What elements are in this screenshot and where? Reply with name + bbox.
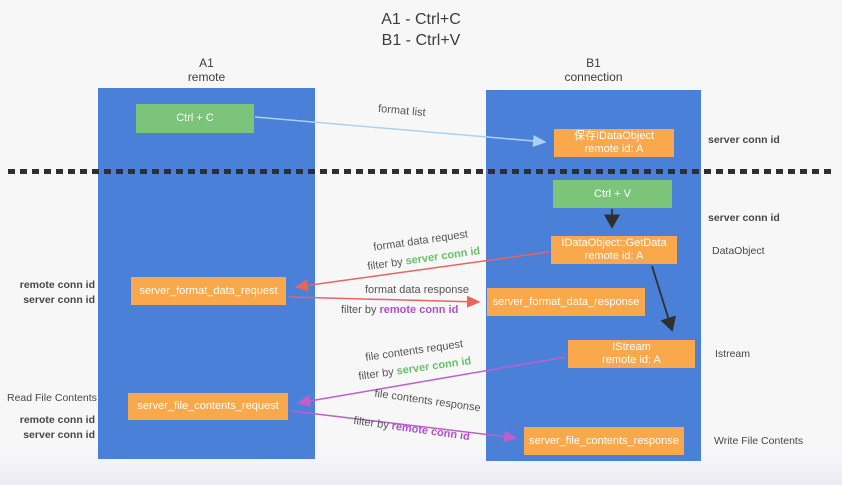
filter-by-text: filter by [366, 256, 404, 273]
server-conn-id-text: server conn id [404, 245, 481, 268]
filter-by-text: filter by [352, 414, 390, 432]
lane-header-a1: A1 remote [98, 56, 315, 84]
ctrl-c-label: Ctrl + C [176, 112, 214, 124]
istream-line2: remote id: A [602, 354, 661, 366]
lane-header-b1: B1 connection [486, 56, 701, 84]
node-server-format-data-request: server_format_data_request [131, 277, 286, 305]
server-file-contents-response-label: server_file_contents_response [529, 434, 679, 447]
node-server-file-contents-request: server_file_contents_request [128, 393, 288, 420]
title-line-2: B1 - Ctrl+V [381, 32, 461, 49]
node-save-idataobject: 保存IDataObject remote id: A [554, 129, 674, 157]
save-idataobject-line2: remote id: A [584, 143, 644, 155]
left-server-conn-id-label-1: server conn id [23, 294, 95, 306]
filter-by-text: filter by [341, 304, 377, 316]
diagram-title: A1 - Ctrl+C B1 - Ctrl+V [0, 9, 842, 51]
remote-conn-id-text: remote conn id [390, 420, 471, 444]
lane-a1-subtitle: remote [187, 70, 226, 84]
remote-conn-id-text: remote conn id [379, 304, 459, 316]
write-file-contents-label: Write File Contents [714, 435, 804, 447]
left-remote-conn-id-label-2: remote conn id [19, 414, 95, 426]
format-data-response-arrow [288, 295, 481, 308]
server-format-data-response-label: server_format_data_response [492, 295, 640, 308]
filter-by-text: filter by [357, 366, 395, 383]
save-idataobject-line1: 保存IDataObject [573, 130, 655, 142]
server-format-data-request-label: server_format_data_request [139, 284, 278, 297]
server-file-contents-request-label: server_file_contents_request [137, 400, 279, 412]
ctrl-v-label: Ctrl + V [594, 187, 631, 200]
file-contents-response-label: file contents response [373, 387, 482, 415]
server-conn-id-text: server conn id [395, 355, 472, 378]
node-idataobject-getdata: IDataObject::GetData remote id: A [551, 236, 677, 264]
lane-a1-name: A1 [199, 56, 214, 70]
node-server-file-contents-response: server_file_contents_response [524, 427, 684, 455]
node-ctrl-c: Ctrl + C [136, 104, 254, 133]
right-server-conn-id-label-2: server conn id [708, 212, 780, 224]
right-server-conn-id-label-1: server conn id [708, 134, 780, 146]
istream-line1: IStream [612, 341, 651, 353]
node-server-format-data-response: server_format_data_response [487, 288, 645, 316]
dataobject-label: DataObject [712, 245, 765, 257]
file-contents-response-filter-label: filter byremote conn id [353, 415, 471, 443]
read-file-contents-label: Read File Contents [7, 392, 97, 404]
lane-b1-subtitle: connection [564, 70, 623, 84]
dotted-divider [8, 169, 835, 174]
node-ctrl-v: Ctrl + V [553, 180, 672, 208]
left-server-conn-id-label-2: server conn id [23, 429, 95, 441]
format-list-label: format list [377, 102, 427, 120]
getdata-line2: remote id: A [584, 250, 644, 262]
left-remote-conn-id-label-1: remote conn id [19, 279, 95, 291]
title-line-1: A1 - Ctrl+C [381, 11, 461, 28]
getdata-line1: IDataObject::GetData [561, 237, 667, 249]
node-istream: IStream remote id: A [568, 340, 695, 368]
istream-side-label: Istream [715, 348, 751, 360]
lane-b1-name: B1 [586, 56, 601, 70]
format-data-response-label: format data response [365, 284, 469, 296]
